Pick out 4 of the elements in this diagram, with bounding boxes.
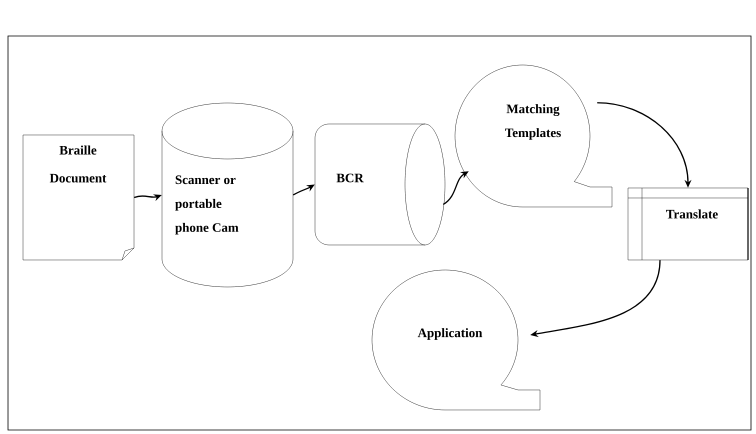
speech-bubble: Matching Templates [454, 64, 612, 208]
speech-bubble: Application [372, 270, 540, 410]
node-label: BCR [336, 174, 364, 182]
window-box: Translate [628, 188, 749, 260]
